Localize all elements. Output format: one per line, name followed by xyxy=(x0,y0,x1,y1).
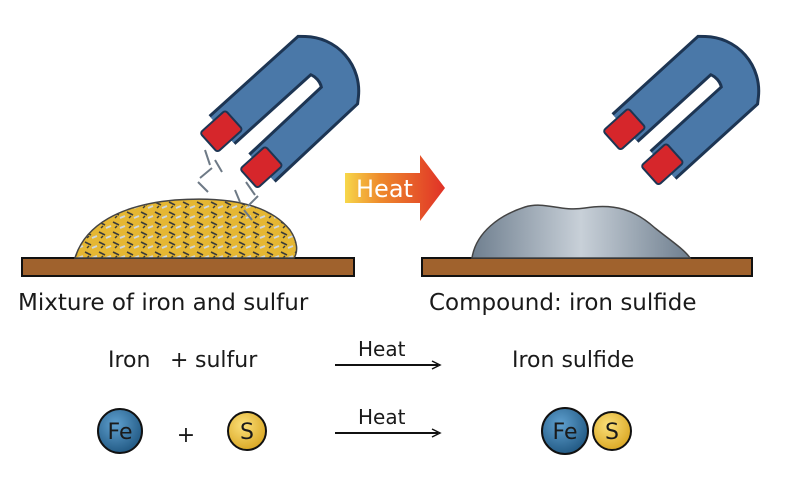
product-s-symbol: S xyxy=(605,420,619,445)
iron-filings xyxy=(197,149,259,221)
word-reactant-sulfur: sulfur xyxy=(195,348,258,373)
word-reactant-iron: Iron xyxy=(108,348,151,373)
iron-sulfide-compound xyxy=(471,204,692,259)
heat-badge-label: Heat xyxy=(356,175,413,203)
iron-sulfide-molecule: Fe S xyxy=(541,407,632,455)
symbol-plus-sign: + xyxy=(177,423,195,448)
symbol-equation-arrow xyxy=(335,428,442,438)
product-fe-symbol: Fe xyxy=(553,420,578,445)
iron-atom-symbol: Fe xyxy=(108,420,133,445)
heat-arrow: Heat xyxy=(345,155,445,221)
left-bench xyxy=(21,257,355,277)
right-bench xyxy=(421,257,753,277)
symbol-arrow-label: Heat xyxy=(358,405,406,429)
word-product: Iron sulfide xyxy=(512,348,635,373)
word-arrow-label: Heat xyxy=(358,337,406,361)
sulfur-atom-symbol: S xyxy=(240,420,254,445)
right-caption: Compound: iron sulfide xyxy=(429,290,697,316)
word-equation-arrow xyxy=(335,360,442,370)
left-magnet xyxy=(200,34,361,189)
left-caption: Mixture of iron and sulfur xyxy=(18,290,309,316)
right-magnet xyxy=(603,34,761,186)
iron-sulfur-mixture-pile xyxy=(73,198,298,259)
word-plus-sign: + xyxy=(170,348,189,373)
iron-atom: Fe xyxy=(97,408,143,454)
sulfur-atom: S xyxy=(227,411,267,451)
